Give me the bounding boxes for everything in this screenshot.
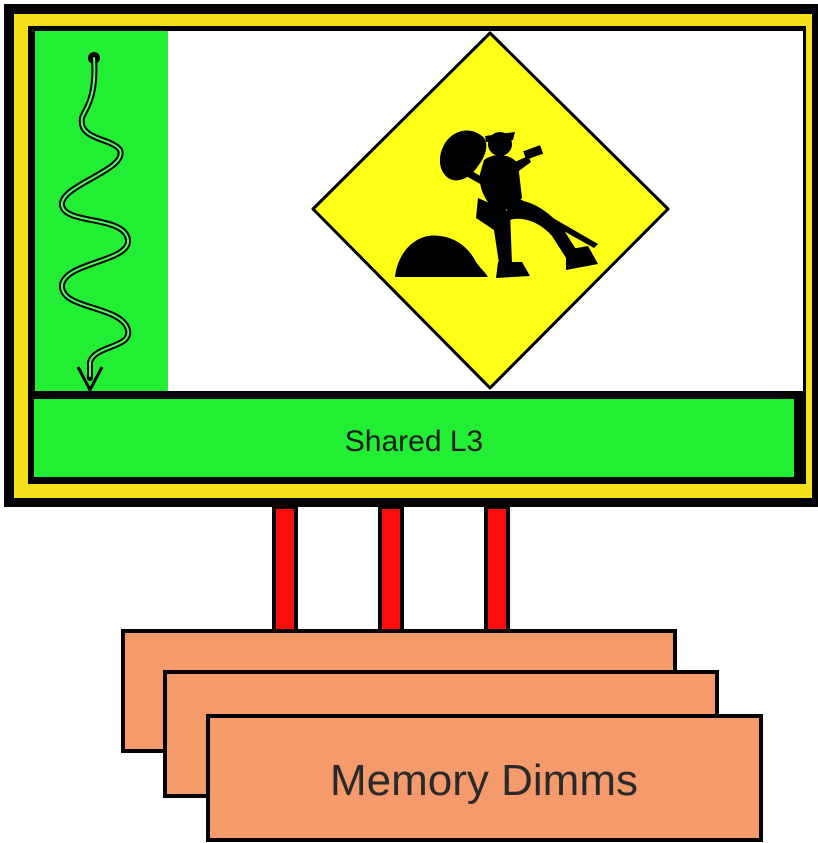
memory-channel-1 [272, 505, 298, 634]
shared-l3-label: Shared L3 [345, 425, 483, 458]
shared-l3-bar [30, 395, 798, 481]
shared-l3-cache: Shared L3 [30, 395, 798, 481]
road-sign [311, 31, 670, 390]
memory-dimms: Memory Dimms [121, 629, 763, 842]
core-green-column [35, 31, 168, 391]
memory-dimms-label: Memory Dimms [330, 756, 638, 805]
wavy-arrow-icon [59, 52, 132, 394]
wavy-line-highlight [60, 57, 130, 377]
memory-dimm-front [206, 714, 763, 842]
arrow-head [76, 366, 104, 394]
person-resting-with-shovel-icon [395, 130, 598, 278]
